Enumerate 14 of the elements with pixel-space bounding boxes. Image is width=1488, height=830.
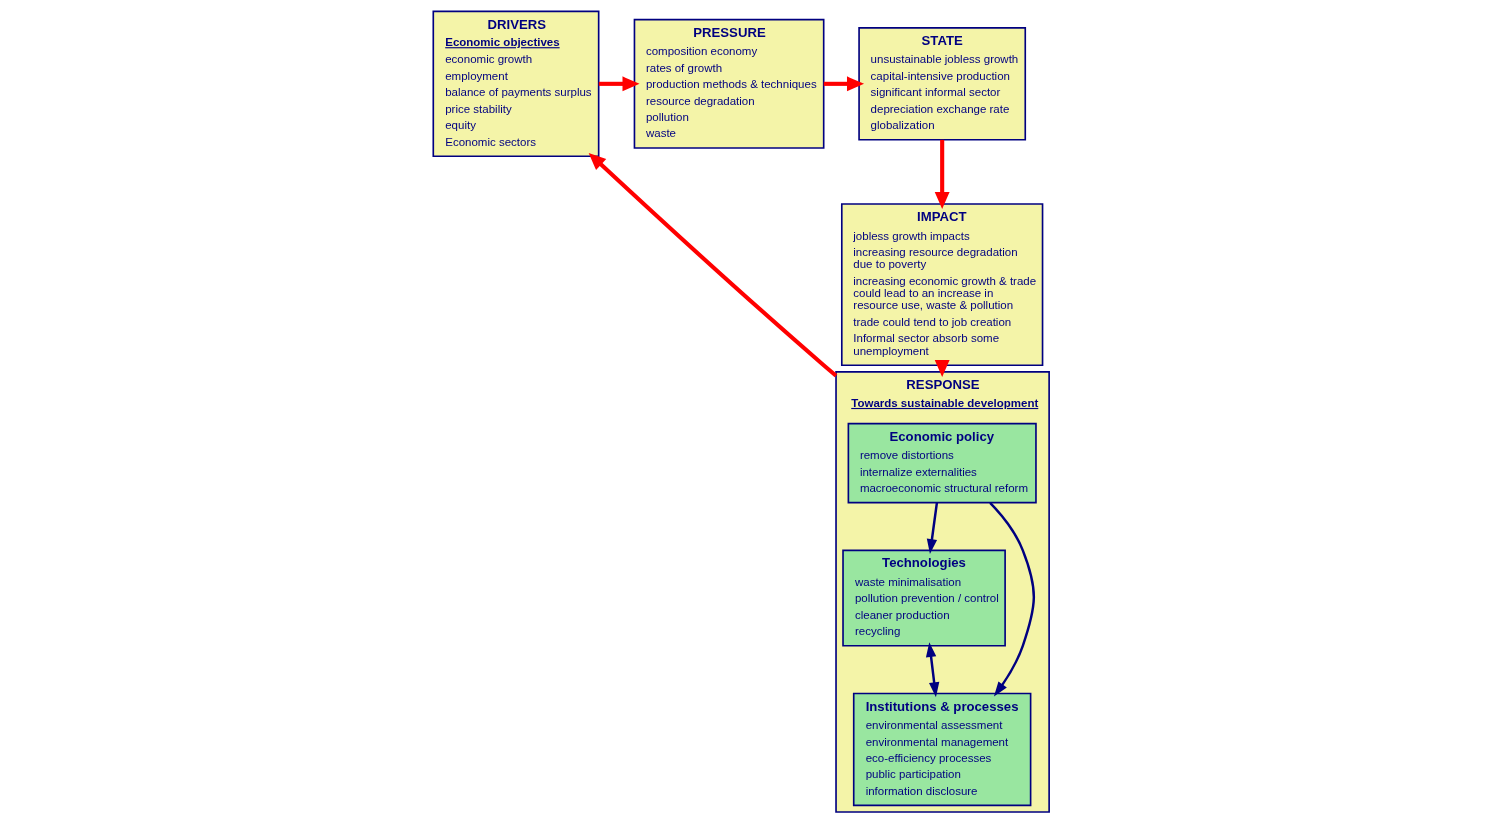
node-box: Institutions & processes environmental assessment environmental management eco-efficiency processes public participation information disclosure — [852, 692, 1031, 807]
arrow — [598, 76, 640, 92]
arrow — [925, 642, 939, 698]
node-box: Economic policy remove distortions internalize externalities macroeconomic structural reform — [847, 422, 1037, 504]
arrow — [934, 139, 950, 209]
arrow — [588, 152, 837, 378]
arrow — [988, 502, 1035, 697]
node-box: PRESSURE composition economy rates of growth production methods & techniques resource degradation pollution waste — [633, 18, 824, 149]
arrow — [934, 359, 950, 377]
node-box: DRIVERS Economic objectives economic growth employment balance of payments surplus price stability equity Economic sectors — [431, 10, 599, 158]
node-box: STATE unsustainable jobless growth capital-intensive production significant informal sector depreciation exchange rate globalization — [857, 27, 1026, 141]
node-box: Technologies waste minimalisation pollution prevention / control cleaner production recycling — [841, 549, 1006, 647]
arrow — [926, 502, 938, 554]
arrow — [823, 76, 864, 92]
